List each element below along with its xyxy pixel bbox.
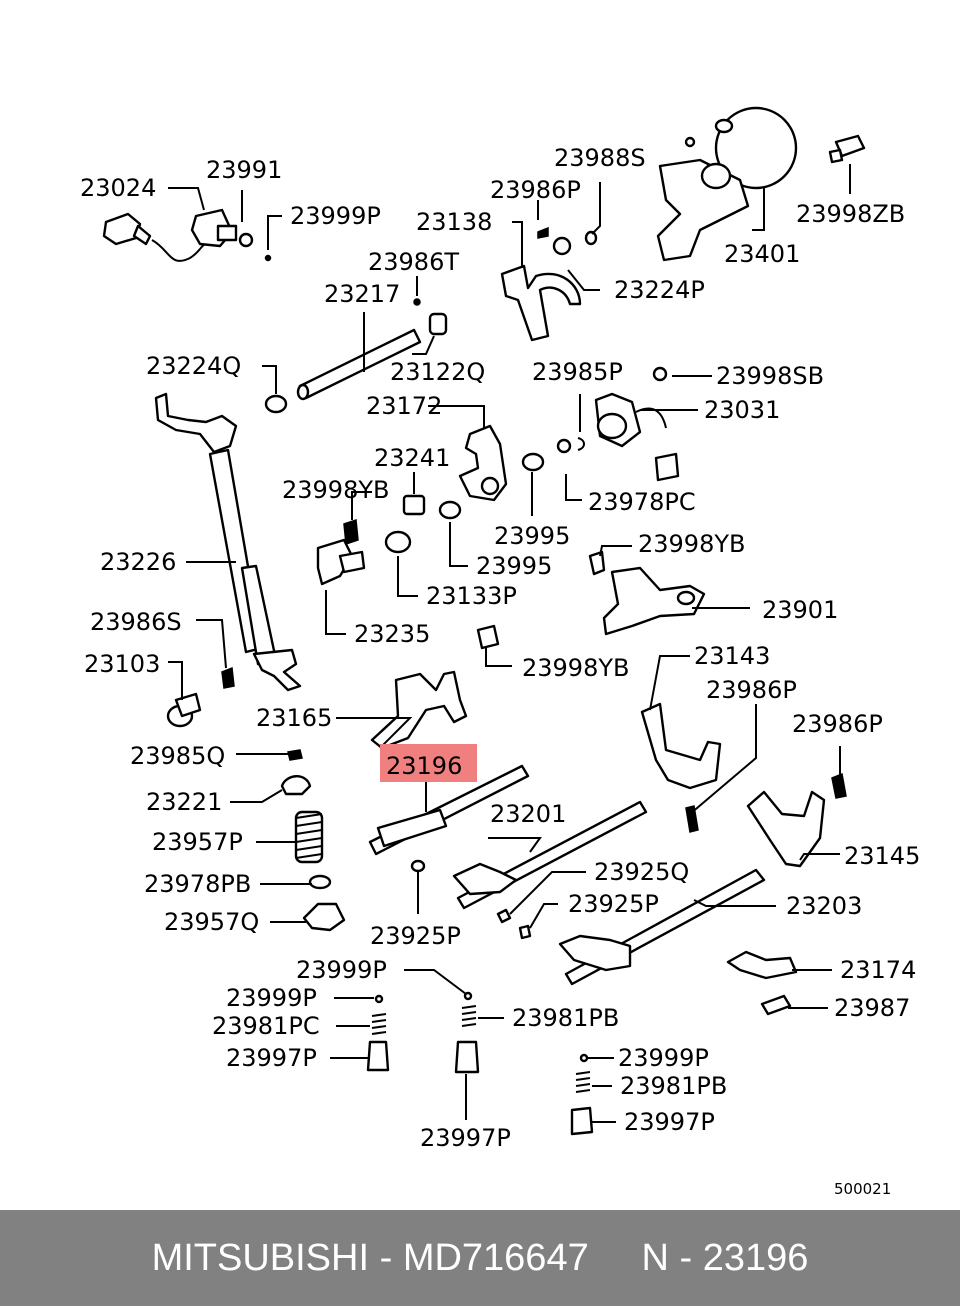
rod-23226-drawing: [154, 392, 302, 692]
label-23174[interactable]: 23174: [840, 956, 916, 984]
label-23217[interactable]: 23217: [324, 280, 400, 308]
footer-ref-number: 23196: [702, 1236, 809, 1279]
label-23986P-c[interactable]: 23986P: [792, 710, 883, 738]
label-23138[interactable]: 23138: [416, 208, 492, 236]
label-23995[interactable]: 23995: [494, 522, 570, 550]
spring-23957P-drawing: [294, 810, 324, 864]
arm-23235-drawing: [316, 538, 366, 586]
label-23925P-b[interactable]: 23925P: [370, 922, 461, 950]
label-23925Q[interactable]: 23925Q: [594, 858, 689, 886]
label-23985P[interactable]: 23985P: [532, 358, 623, 386]
label-23986P[interactable]: 23986P: [490, 176, 581, 204]
shaft-23201-drawing: [452, 800, 648, 910]
footer-bar: MITSUBISHI - MD716647 N - 23196: [0, 1210, 960, 1306]
part-drawings: [102, 106, 866, 1136]
footer-brand: MITSUBISHI: [151, 1236, 370, 1279]
label-23998ZB[interactable]: 23998ZB: [796, 200, 905, 228]
label-23957P[interactable]: 23957P: [152, 828, 243, 856]
label-23999P-b[interactable]: 23999P: [296, 956, 387, 984]
fork-23138-drawing: [500, 236, 582, 342]
label-23031[interactable]: 23031: [704, 396, 780, 424]
label-23995-b[interactable]: 23995: [476, 552, 552, 580]
footer-part-number: MD716647: [402, 1236, 589, 1279]
footer-spacer: [589, 1237, 642, 1280]
label-23986T[interactable]: 23986T: [368, 248, 459, 276]
fork-23145-drawing: [746, 790, 826, 868]
fork-23143-drawing: [640, 702, 722, 833]
label-23235[interactable]: 23235: [354, 620, 430, 648]
label-23981PB-b[interactable]: 23981PB: [620, 1072, 727, 1100]
label-23998YB-b[interactable]: 23998YB: [638, 530, 745, 558]
label-23986S[interactable]: 23986S: [90, 608, 182, 636]
label-23998YB[interactable]: 23998YB: [282, 476, 389, 504]
label-23201[interactable]: 23201: [490, 800, 566, 828]
part-labels: 23024 23991 23999P 23988S 23986P 23138 2…: [80, 144, 920, 1198]
small-springs-drawing: [371, 1005, 591, 1093]
label-23024[interactable]: 23024: [80, 174, 156, 202]
label-23978PB[interactable]: 23978PB: [144, 870, 251, 898]
label-23226[interactable]: 23226: [100, 548, 176, 576]
plug-23103-drawing: [166, 692, 202, 728]
label-23145[interactable]: 23145: [844, 842, 920, 870]
footer-caption: MITSUBISHI - MD716647 N - 23196: [0, 1210, 960, 1306]
label-23998YB-c[interactable]: 23998YB: [522, 654, 629, 682]
label-23978PC[interactable]: 23978PC: [588, 488, 696, 516]
bolts-23997P-drawing: [366, 1040, 594, 1136]
label-23172[interactable]: 23172: [366, 392, 442, 420]
switch-23031-drawing: [594, 392, 680, 482]
label-23203[interactable]: 23203: [786, 892, 862, 920]
label-23981PB[interactable]: 23981PB: [512, 1004, 619, 1032]
label-23224P[interactable]: 23224P: [614, 276, 705, 304]
highlight-23196: [380, 744, 477, 782]
bracket-23401-drawing: [656, 106, 798, 262]
connector-23024-drawing: [102, 212, 209, 262]
label-23165[interactable]: 23165: [256, 704, 332, 732]
bracket-23901-drawing: [602, 566, 706, 636]
switch-23991-drawing: [190, 208, 254, 248]
shaft-23203-drawing: [558, 868, 766, 986]
label-23999P[interactable]: 23999P: [290, 202, 381, 230]
label-23988S[interactable]: 23988S: [554, 144, 646, 172]
label-23985Q[interactable]: 23985Q: [130, 742, 225, 770]
parts-diagram: 23024 23991 23999P 23988S 23986P 23138 2…: [80, 106, 920, 1198]
footer-separator-2: -: [668, 1236, 703, 1279]
label-23901[interactable]: 23901: [762, 596, 838, 624]
label-23241[interactable]: 23241: [374, 444, 450, 472]
label-23401[interactable]: 23401: [724, 240, 800, 268]
label-23997P-b[interactable]: 23997P: [624, 1108, 715, 1136]
arm-23165-drawing: [370, 670, 468, 750]
label-23925P[interactable]: 23925P: [568, 890, 659, 918]
label-23991[interactable]: 23991: [206, 156, 282, 184]
label-23998SB[interactable]: 23998SB: [716, 362, 824, 390]
label-23224Q[interactable]: 23224Q: [146, 352, 241, 380]
label-23999P-d[interactable]: 23999P: [618, 1044, 709, 1072]
footer-separator: -: [369, 1236, 403, 1279]
label-23133P[interactable]: 23133P: [426, 582, 517, 610]
label-23997P-c[interactable]: 23997P: [420, 1124, 511, 1152]
bolt-23998ZB-drawing: [828, 134, 866, 164]
leader-lines: [168, 164, 851, 1123]
label-23143[interactable]: 23143: [694, 642, 770, 670]
label-23981PC[interactable]: 23981PC: [212, 1012, 320, 1040]
label-23997P[interactable]: 23997P: [226, 1044, 317, 1072]
label-23196[interactable]: 23196: [386, 752, 462, 780]
label-23957Q[interactable]: 23957Q: [164, 908, 259, 936]
label-23986P-b[interactable]: 23986P: [706, 676, 797, 704]
label-23987[interactable]: 23987: [834, 994, 910, 1022]
label-23103[interactable]: 23103: [84, 650, 160, 678]
label-23122Q[interactable]: 23122Q: [390, 358, 485, 386]
shaft-23196-drawing: [368, 764, 530, 856]
shaft-23217-drawing: [296, 312, 448, 401]
diagram-code: 500021: [834, 1180, 891, 1198]
bracket-23172-drawing: [458, 424, 508, 502]
label-23999P-c[interactable]: 23999P: [226, 984, 317, 1012]
footer-ref-prefix: N: [641, 1236, 669, 1279]
label-23221[interactable]: 23221: [146, 788, 222, 816]
